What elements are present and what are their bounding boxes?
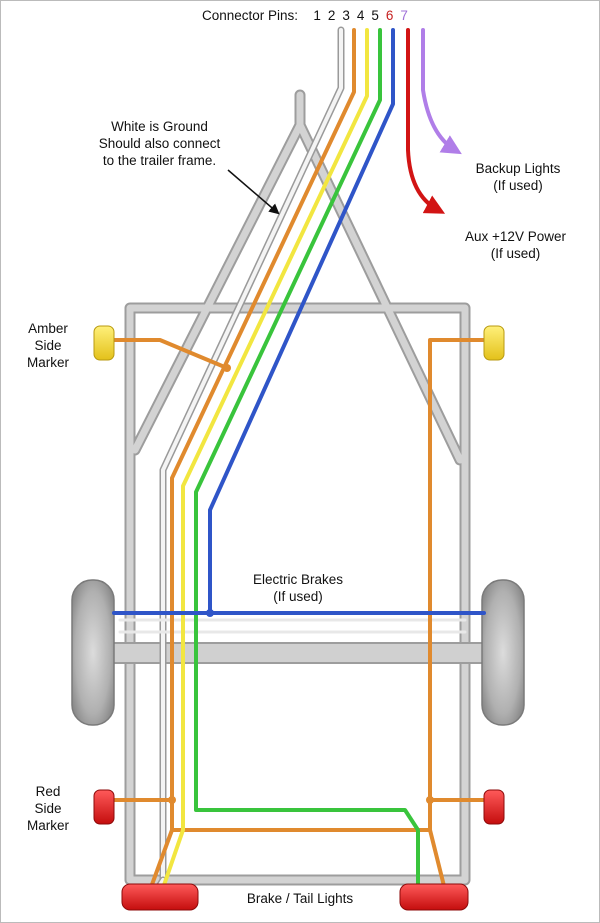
connector-pins-title: Connector Pins: — [202, 8, 299, 23]
connector-pin-2: 2 — [327, 8, 336, 23]
wire-brown-tail — [103, 28, 497, 892]
ground-pointer-arrow — [227, 169, 280, 215]
trailer-frame — [109, 89, 491, 886]
wire-blue-brakes — [112, 28, 486, 617]
amber-marker-light-left — [93, 325, 115, 361]
tire-left — [71, 579, 115, 726]
amber-side-marker-label: Amber Side Marker — [26, 321, 69, 370]
electric-brakes-label: Electric Brakes (If used) — [228, 571, 368, 605]
red-marker-light-right — [483, 789, 505, 825]
red-marker-light-left — [93, 789, 115, 825]
brake-tail-lights-label: Brake / Tail Lights — [246, 891, 354, 906]
wire-green-right-turn — [194, 28, 420, 890]
red-side-marker-label: Red Side Marker — [26, 784, 69, 833]
tail-light-right — [399, 883, 469, 911]
wire-white-ground — [118, 26, 467, 909]
connector-pin-7: 7 — [400, 8, 408, 23]
tail-light-left — [121, 883, 199, 911]
aux-power-label: Aux +12V Power (If used) — [465, 229, 566, 261]
connector-pin-1: 1 — [313, 8, 321, 23]
connector-pin-3: 3 — [342, 8, 350, 23]
wire-red-aux — [406, 28, 446, 214]
connector-pin-6: 6 — [385, 8, 394, 23]
connector-pin-4: 4 — [356, 8, 365, 23]
wire-purple-backup — [421, 28, 462, 155]
tire-right — [481, 579, 525, 726]
backup-lights-label: Backup Lights (If used) — [475, 161, 561, 193]
amber-marker-light-right — [483, 325, 505, 361]
ground-note: White is Ground Should also connect to t… — [98, 119, 221, 168]
wire-yellow-left-turn — [161, 28, 369, 890]
connector-pin-5: 5 — [371, 8, 379, 23]
